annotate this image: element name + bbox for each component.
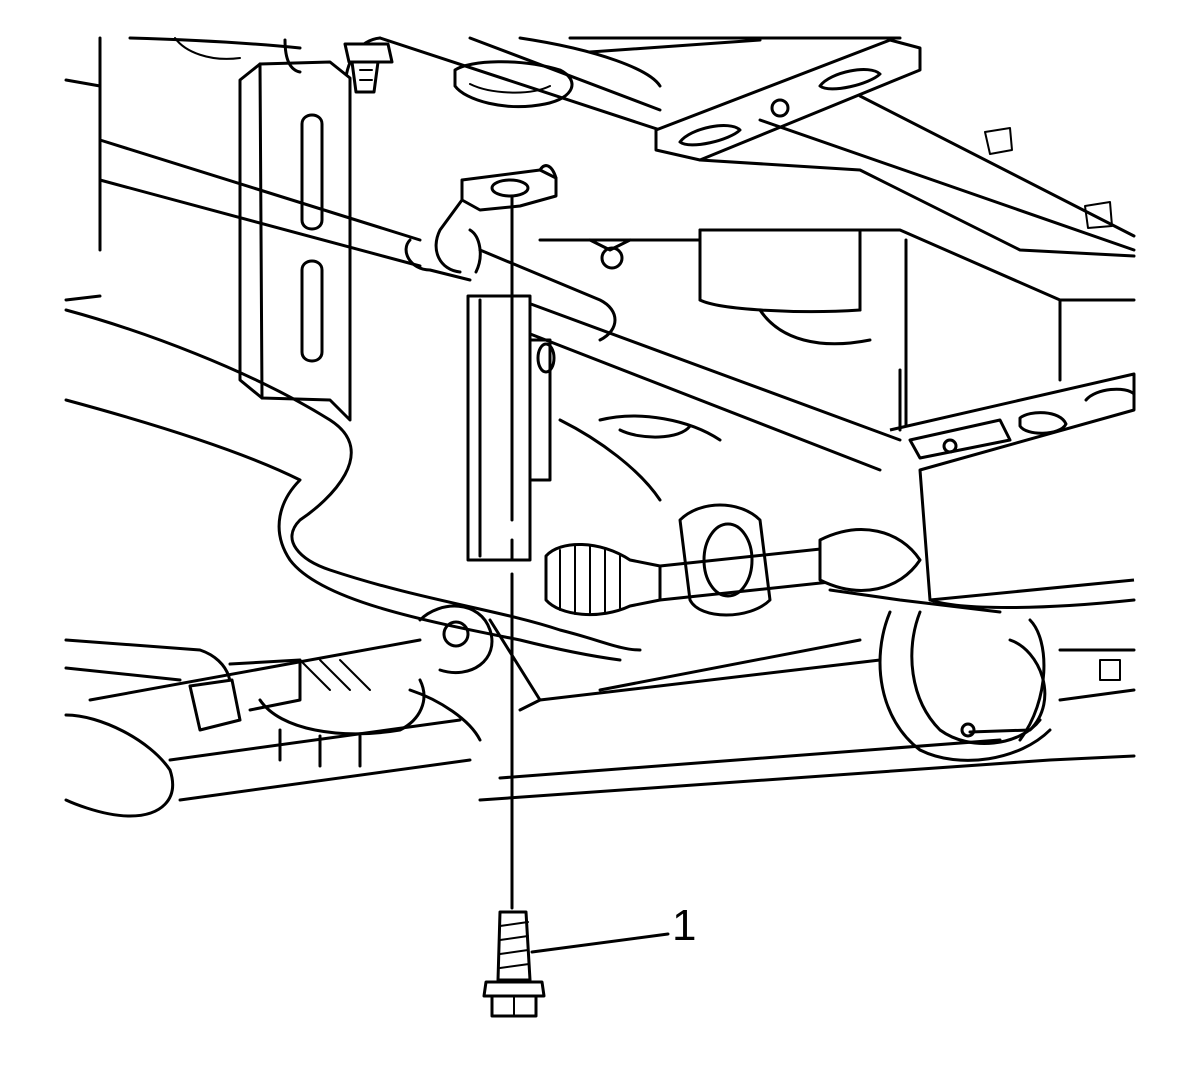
callout-leader-line	[530, 932, 670, 954]
stabilizer-bar	[64, 138, 902, 662]
upper-nut	[343, 42, 394, 94]
differential-housing	[538, 238, 902, 502]
frame-rail	[698, 228, 1136, 609]
callout-number: 1	[672, 901, 697, 950]
crossmember-flange	[654, 38, 1136, 258]
frame-bracket	[238, 38, 352, 422]
stabilizer-bracket	[404, 164, 558, 282]
floor-pan	[64, 36, 902, 302]
bolt-part	[482, 910, 546, 1018]
drive-axle-shaft	[544, 503, 922, 617]
suspension-member	[466, 294, 556, 562]
exhaust-assembly	[64, 604, 494, 818]
wheel-hub	[878, 610, 1136, 762]
body-lower-edge	[478, 738, 1136, 802]
lower-control-arm	[488, 588, 1002, 712]
